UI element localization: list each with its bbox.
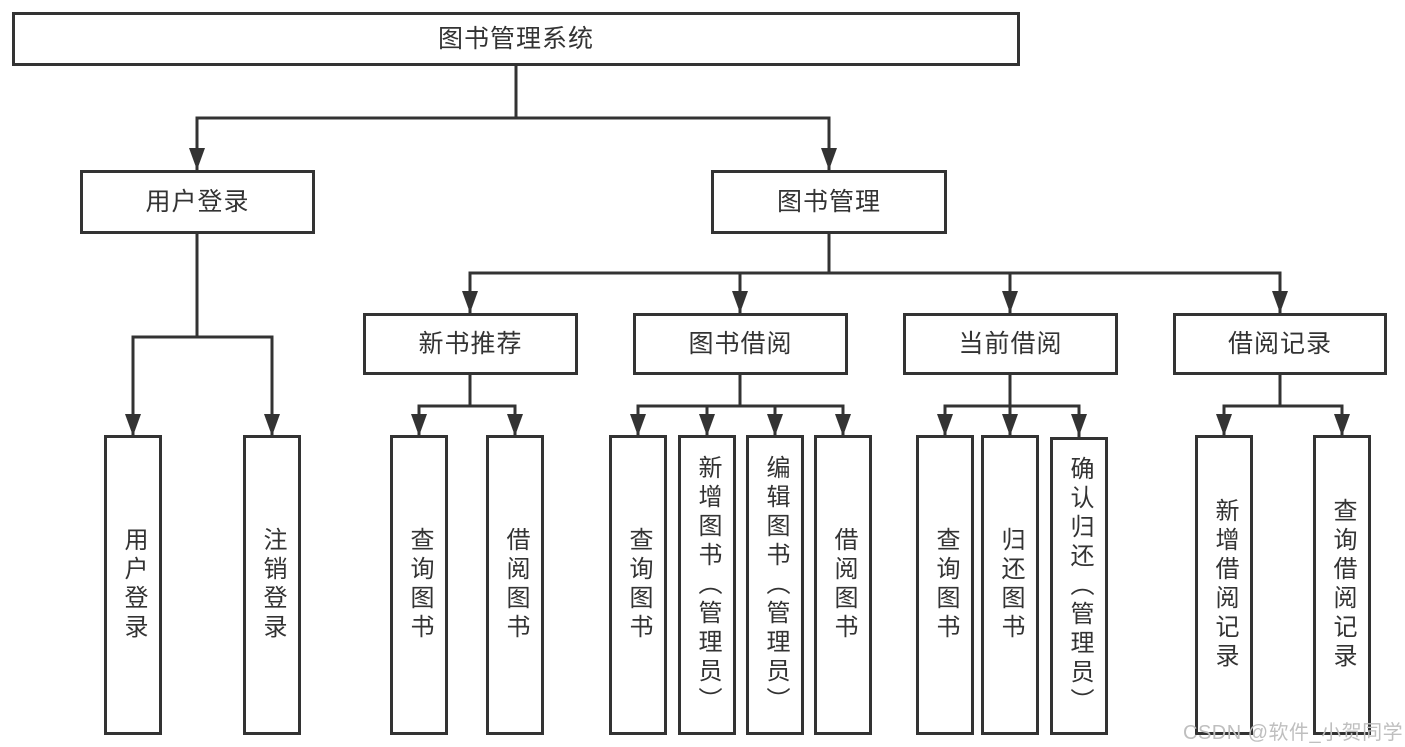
node-query-books-under-recommendation: 查询图书 <box>390 435 448 735</box>
node-current-borrowing: 当前借阅 <box>903 313 1118 375</box>
node-book-borrowing: 图书借阅 <box>633 313 848 375</box>
node-query-books-under-current: 查询图书 <box>916 435 974 735</box>
node-edit-books-admin: 编辑图书（管理员） <box>746 435 804 735</box>
node-query-borrowing-record: 查询借阅记录 <box>1313 435 1371 735</box>
node-borrow-books-leaf: 借阅图书 <box>814 435 872 735</box>
node-query-books-under-borrowing: 查询图书 <box>609 435 667 735</box>
node-add-borrowing-record: 新增借阅记录 <box>1195 435 1253 735</box>
node-library-management-system: 图书管理系统 <box>12 12 1020 66</box>
node-borrow-books-under-recommendation: 借阅图书 <box>486 435 544 735</box>
csdn-watermark: CSDN @软件_小贺同学 <box>1183 722 1404 744</box>
node-borrowing-records: 借阅记录 <box>1173 313 1387 375</box>
node-book-management: 图书管理 <box>711 170 947 234</box>
node-new-book-recommendation: 新书推荐 <box>363 313 578 375</box>
node-logout-leaf: 注销登录 <box>243 435 301 735</box>
node-add-books-admin: 新增图书（管理员） <box>678 435 736 735</box>
node-confirm-return-admin: 确认归还（管理员） <box>1050 437 1108 735</box>
node-user-login: 用户登录 <box>80 170 315 234</box>
node-return-books: 归还图书 <box>981 435 1039 735</box>
node-user-login-leaf: 用户登录 <box>104 435 162 735</box>
